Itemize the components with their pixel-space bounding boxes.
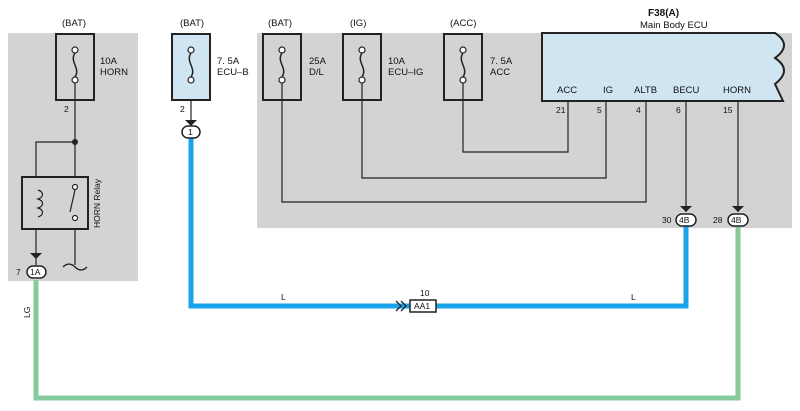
svg-text:1: 1 — [188, 127, 193, 137]
ecu-pin-altb: 4 — [636, 105, 641, 115]
connector-aa1: AA1 — [395, 299, 437, 313]
ecu-pin-becu: 6 — [676, 105, 681, 115]
connector-1a: 1A — [26, 265, 47, 279]
fuse-horn-pin: 2 — [64, 104, 69, 114]
svg-text:4B: 4B — [731, 215, 742, 225]
fuse-acc — [443, 33, 483, 101]
ecu-terminal-altb: ALTB — [634, 85, 657, 96]
fuse-horn-name: HORN — [100, 67, 128, 78]
fuse-acc-name: ACC — [490, 67, 510, 78]
connector-4b-becu: 4B — [675, 213, 697, 227]
ecu-internal-wires — [281, 83, 647, 203]
ecu-terminal-horn: HORN — [723, 85, 751, 96]
connector-1a-pin: 7 — [16, 267, 21, 277]
wire-green-label: LG — [22, 307, 32, 318]
horn-relay — [21, 176, 89, 230]
connector-4b-becu-pin: 30 — [662, 215, 672, 225]
ecu-pin-ig: 5 — [597, 105, 602, 115]
fuse-acc-rating: 7. 5A — [490, 56, 513, 67]
fuse-dl-supply: (BAT) — [268, 18, 292, 29]
fuse-dl-name: D/L — [309, 67, 324, 78]
ground-symbol — [62, 263, 88, 271]
ecu-pin-acc: 21 — [556, 105, 566, 115]
fuse-ecu-b — [171, 33, 211, 101]
wire-green — [33, 226, 741, 401]
svg-text:4B: 4B — [679, 215, 690, 225]
svg-text:1A: 1A — [30, 267, 41, 277]
ecu-pin-horn: 15 — [723, 105, 733, 115]
connector-aa1-pin: 10 — [420, 288, 430, 298]
ecu-block — [541, 32, 785, 102]
fuse-ecub-pin: 2 — [180, 104, 185, 114]
fuse-ecuig-rating: 10A — [388, 56, 406, 67]
connector-1: 1 — [181, 125, 201, 139]
fuse-horn-supply: (BAT) — [62, 18, 86, 29]
ecu-terminal-acc: ACC — [557, 85, 577, 96]
ecu-terminal-becu: BECU — [673, 85, 700, 96]
fuse-ecuig-name: ECU–IG — [388, 67, 423, 78]
wire-blue-label-left: L — [281, 292, 286, 302]
connector-4b-horn: 4B — [727, 213, 749, 227]
ecu-name: Main Body ECU — [640, 20, 708, 31]
wire-blue — [188, 138, 689, 309]
junction-dot — [72, 139, 78, 145]
fuse-dl-rating: 25A — [309, 56, 327, 67]
ecu-terminal-ig: IG — [603, 85, 613, 96]
wire-blue-label-right: L — [631, 292, 636, 302]
fuse-ecub-name: ECU–B — [217, 67, 249, 78]
svg-text:AA1: AA1 — [414, 301, 430, 311]
ecu-code: F38(A) — [648, 8, 679, 19]
fuse-acc-supply: (ACC) — [450, 18, 476, 29]
ecu-down-wires — [190, 100, 739, 212]
connector-4b-horn-pin: 28 — [713, 215, 723, 225]
fuse-ecuig-supply: (IG) — [350, 18, 366, 29]
fuse-horn-rating: 10A — [100, 56, 118, 67]
horn-relay-label: HORN Relay — [92, 178, 102, 228]
fuse-ecub-supply: (BAT) — [180, 18, 204, 29]
fuse-ecub-rating: 7. 5A — [217, 56, 240, 67]
